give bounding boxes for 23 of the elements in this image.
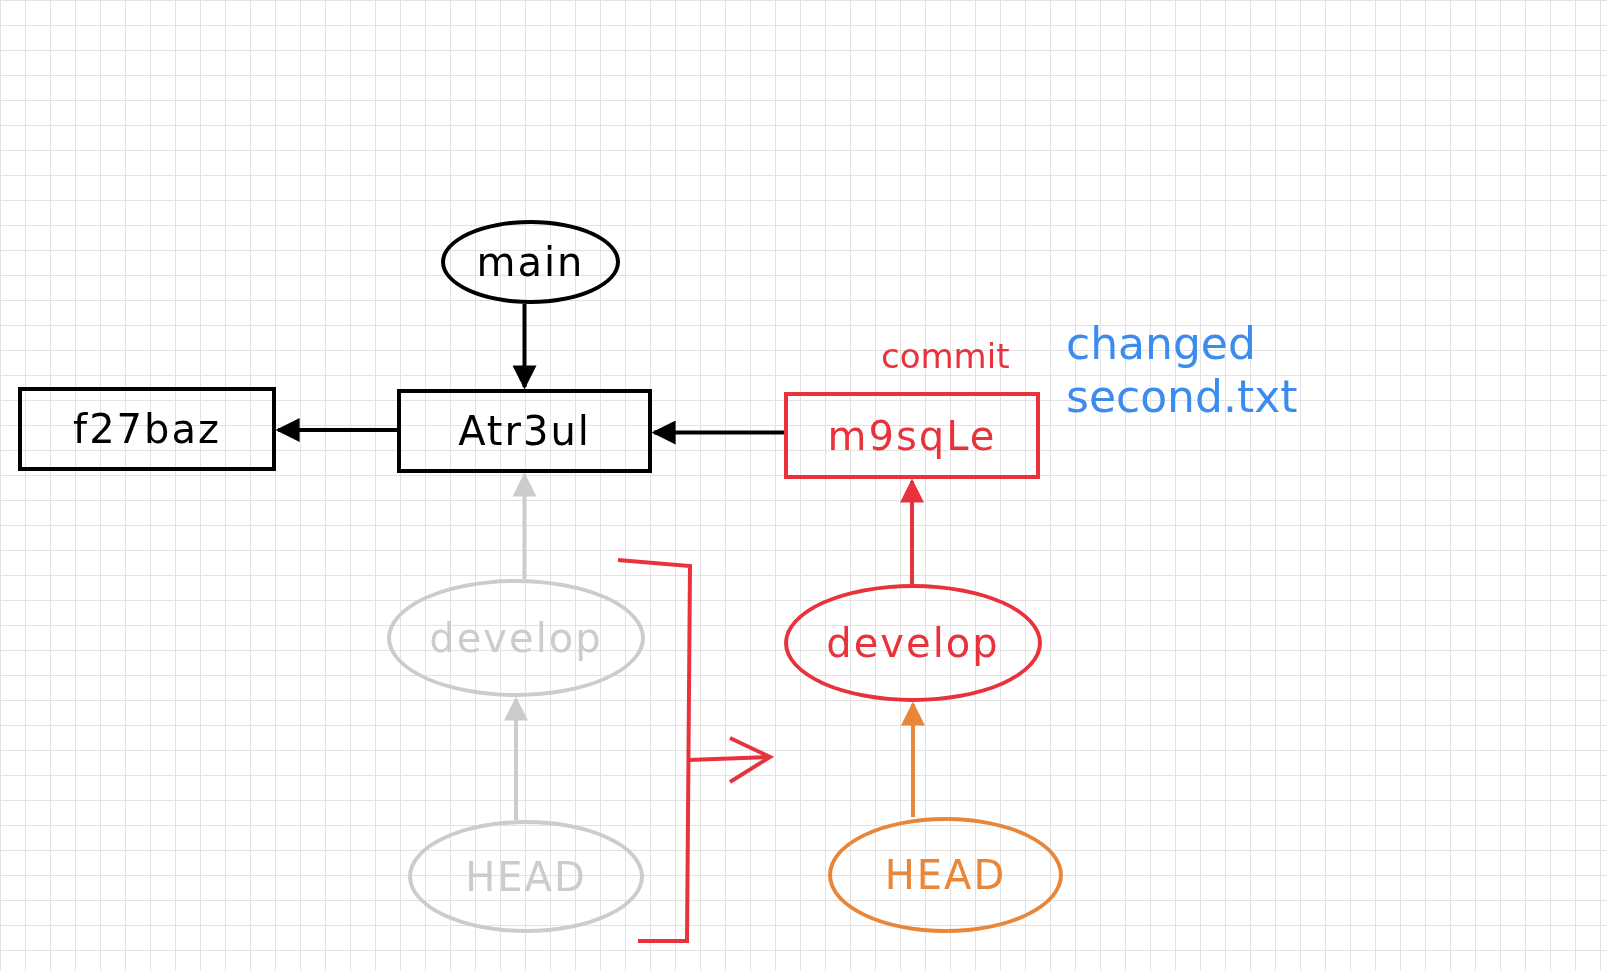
node-label: f27baz — [73, 406, 221, 452]
arrow — [504, 696, 528, 820]
head-pointer-ellipse — [408, 820, 644, 933]
node-label: m9sqLe — [827, 412, 997, 459]
commit-box — [18, 387, 276, 471]
arrow — [900, 478, 924, 584]
branch-pointer-ellipse — [387, 579, 645, 697]
node-label: main — [476, 239, 585, 285]
branch-pointer-ellipse — [441, 220, 620, 304]
arrow — [275, 418, 397, 442]
commit-box — [397, 389, 652, 473]
branch-pointer-ellipse — [784, 584, 1042, 702]
node-label: HEAD — [884, 852, 1007, 898]
arrow — [901, 701, 925, 817]
arrow — [651, 420, 784, 445]
arrow — [512, 472, 537, 579]
node-label: develop — [826, 620, 1000, 666]
node-label: Atr3ul — [458, 408, 591, 454]
head-pointer-ellipse — [828, 817, 1063, 933]
annotation-text: changed second.txt — [1066, 318, 1299, 424]
annotation-text: commit — [881, 336, 1010, 376]
commit-box — [784, 392, 1040, 479]
arrow — [512, 304, 537, 390]
